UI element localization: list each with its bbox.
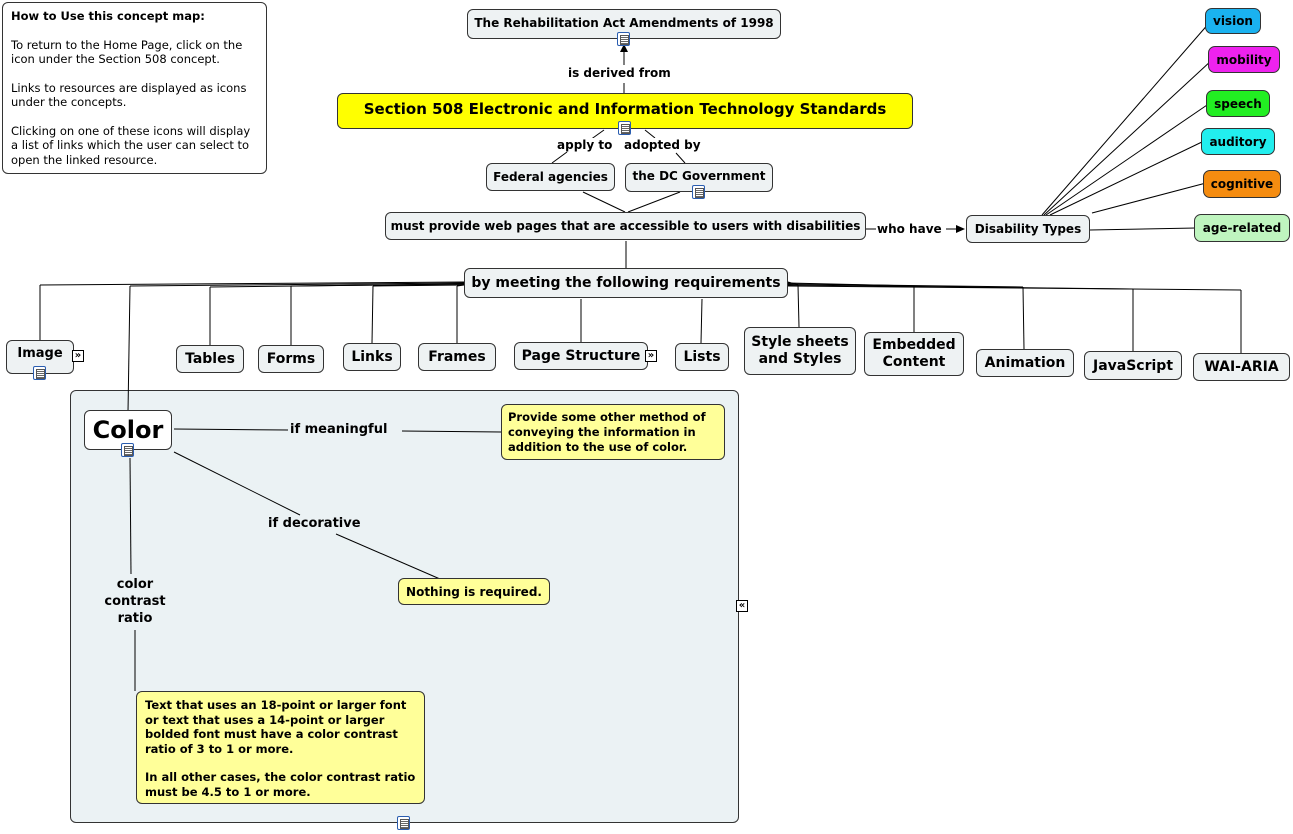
disability-vision: vision bbox=[1205, 8, 1261, 34]
link-color-contrast-ratio: color contrast ratio bbox=[100, 576, 170, 627]
requirement-javascript-label: JavaScript bbox=[1092, 357, 1174, 374]
requirement-page-structure-label: Page Structure bbox=[521, 348, 641, 364]
disability-age-related-label: age-related bbox=[1202, 221, 1282, 235]
disability-mobility-label: mobility bbox=[1216, 52, 1272, 67]
requirement-links-label: Links bbox=[351, 349, 393, 365]
expand-icon[interactable]: » bbox=[645, 350, 657, 362]
link-if-decorative: if decorative bbox=[268, 516, 361, 531]
note-contrast-ratio: Text that uses an 18-point or larger fon… bbox=[136, 691, 425, 804]
help-paragraph-home: To return to the Home Page, click on the… bbox=[11, 37, 243, 67]
note-meaningful-text: Provide some other method of conveying t… bbox=[508, 410, 706, 454]
requirement-tables-label: Tables bbox=[185, 351, 235, 367]
requirement-style-sheets-label: Style sheets and Styles bbox=[751, 334, 849, 367]
concept-federal-agencies-label: Federal agencies bbox=[493, 170, 608, 184]
concept-section-508: Section 508 Electronic and Information T… bbox=[337, 93, 913, 129]
expand-icon[interactable]: » bbox=[72, 350, 84, 362]
help-box: How to Use this concept map: To return t… bbox=[2, 2, 267, 174]
disability-mobility: mobility bbox=[1208, 46, 1280, 73]
resource-icon[interactable] bbox=[617, 32, 630, 46]
concept-disability-types-label: Disability Types bbox=[974, 222, 1082, 236]
concept-section-508-label: Section 508 Electronic and Information T… bbox=[363, 100, 887, 118]
concept-requirements: by meeting the following requirements bbox=[464, 268, 788, 298]
note-contrast-text-2: In all other cases, the color contrast r… bbox=[145, 770, 416, 799]
requirement-links[interactable]: Links bbox=[343, 343, 401, 371]
note-meaningful: Provide some other method of conveying t… bbox=[501, 404, 725, 460]
requirement-wai-aria-label: WAI-ARIA bbox=[1204, 359, 1279, 375]
requirement-javascript[interactable]: JavaScript bbox=[1084, 351, 1182, 380]
help-paragraph-icons: Links to resources are displayed as icon… bbox=[11, 80, 247, 110]
resource-icon-home[interactable] bbox=[618, 121, 631, 135]
requirement-forms-label: Forms bbox=[266, 351, 316, 367]
requirement-forms[interactable]: Forms bbox=[258, 345, 324, 373]
disability-vision-label: vision bbox=[1213, 14, 1253, 28]
requirement-embedded-content-label: Embedded Content bbox=[872, 337, 956, 370]
resource-icon[interactable] bbox=[397, 816, 410, 830]
concept-dc-government-label: the DC Government bbox=[632, 169, 766, 183]
resource-icon[interactable] bbox=[33, 366, 46, 380]
help-title: How to Use this concept map: bbox=[11, 9, 205, 23]
requirement-page-structure[interactable]: Page Structure bbox=[514, 342, 648, 370]
requirement-frames[interactable]: Frames bbox=[418, 343, 496, 371]
link-if-meaningful: if meaningful bbox=[290, 422, 388, 437]
concept-federal-agencies: Federal agencies bbox=[486, 163, 615, 191]
disability-age-related: age-related bbox=[1194, 214, 1290, 242]
disability-cognitive-label: cognitive bbox=[1210, 177, 1274, 191]
concept-rehab-act: The Rehabilitation Act Amendments of 199… bbox=[467, 9, 781, 39]
note-decorative-text: Nothing is required. bbox=[406, 584, 542, 599]
requirement-wai-aria[interactable]: WAI-ARIA bbox=[1193, 353, 1290, 381]
help-paragraph-links: Clicking on one of these icons will disp… bbox=[11, 123, 251, 167]
disability-auditory: auditory bbox=[1201, 128, 1275, 155]
disability-speech-label: speech bbox=[1214, 96, 1262, 111]
link-who-have: who have bbox=[877, 222, 942, 236]
requirement-animation-label: Animation bbox=[984, 355, 1066, 371]
requirement-image-label: Image bbox=[17, 346, 63, 361]
concept-requirements-label: by meeting the following requirements bbox=[471, 275, 781, 291]
requirement-color[interactable]: Color bbox=[84, 410, 172, 450]
requirement-color-label: Color bbox=[92, 416, 164, 444]
requirement-tables[interactable]: Tables bbox=[176, 345, 244, 373]
link-derived-from: is derived from bbox=[568, 66, 671, 80]
collapse-icon[interactable]: « bbox=[736, 600, 748, 612]
requirement-frames-label: Frames bbox=[428, 349, 486, 365]
resource-icon[interactable] bbox=[692, 185, 705, 199]
concept-must-provide-label: must provide web pages that are accessib… bbox=[390, 219, 861, 233]
resource-icon[interactable] bbox=[121, 443, 134, 457]
disability-auditory-label: auditory bbox=[1209, 134, 1267, 149]
requirement-lists-label: Lists bbox=[683, 349, 721, 365]
requirement-lists[interactable]: Lists bbox=[675, 343, 729, 371]
disability-cognitive: cognitive bbox=[1203, 170, 1281, 198]
note-decorative: Nothing is required. bbox=[398, 578, 550, 605]
disability-speech: speech bbox=[1206, 90, 1270, 117]
concept-must-provide: must provide web pages that are accessib… bbox=[385, 212, 866, 240]
requirement-embedded-content[interactable]: Embedded Content bbox=[864, 332, 964, 376]
concept-disability-types: Disability Types bbox=[966, 215, 1090, 243]
requirement-style-sheets[interactable]: Style sheets and Styles bbox=[744, 327, 856, 375]
concept-rehab-act-label: The Rehabilitation Act Amendments of 199… bbox=[474, 16, 774, 30]
note-contrast-text-1: Text that uses an 18-point or larger fon… bbox=[145, 698, 407, 756]
requirement-animation[interactable]: Animation bbox=[976, 349, 1074, 377]
link-adopted-by: adopted by bbox=[624, 138, 701, 152]
link-apply-to: apply to bbox=[557, 138, 613, 152]
